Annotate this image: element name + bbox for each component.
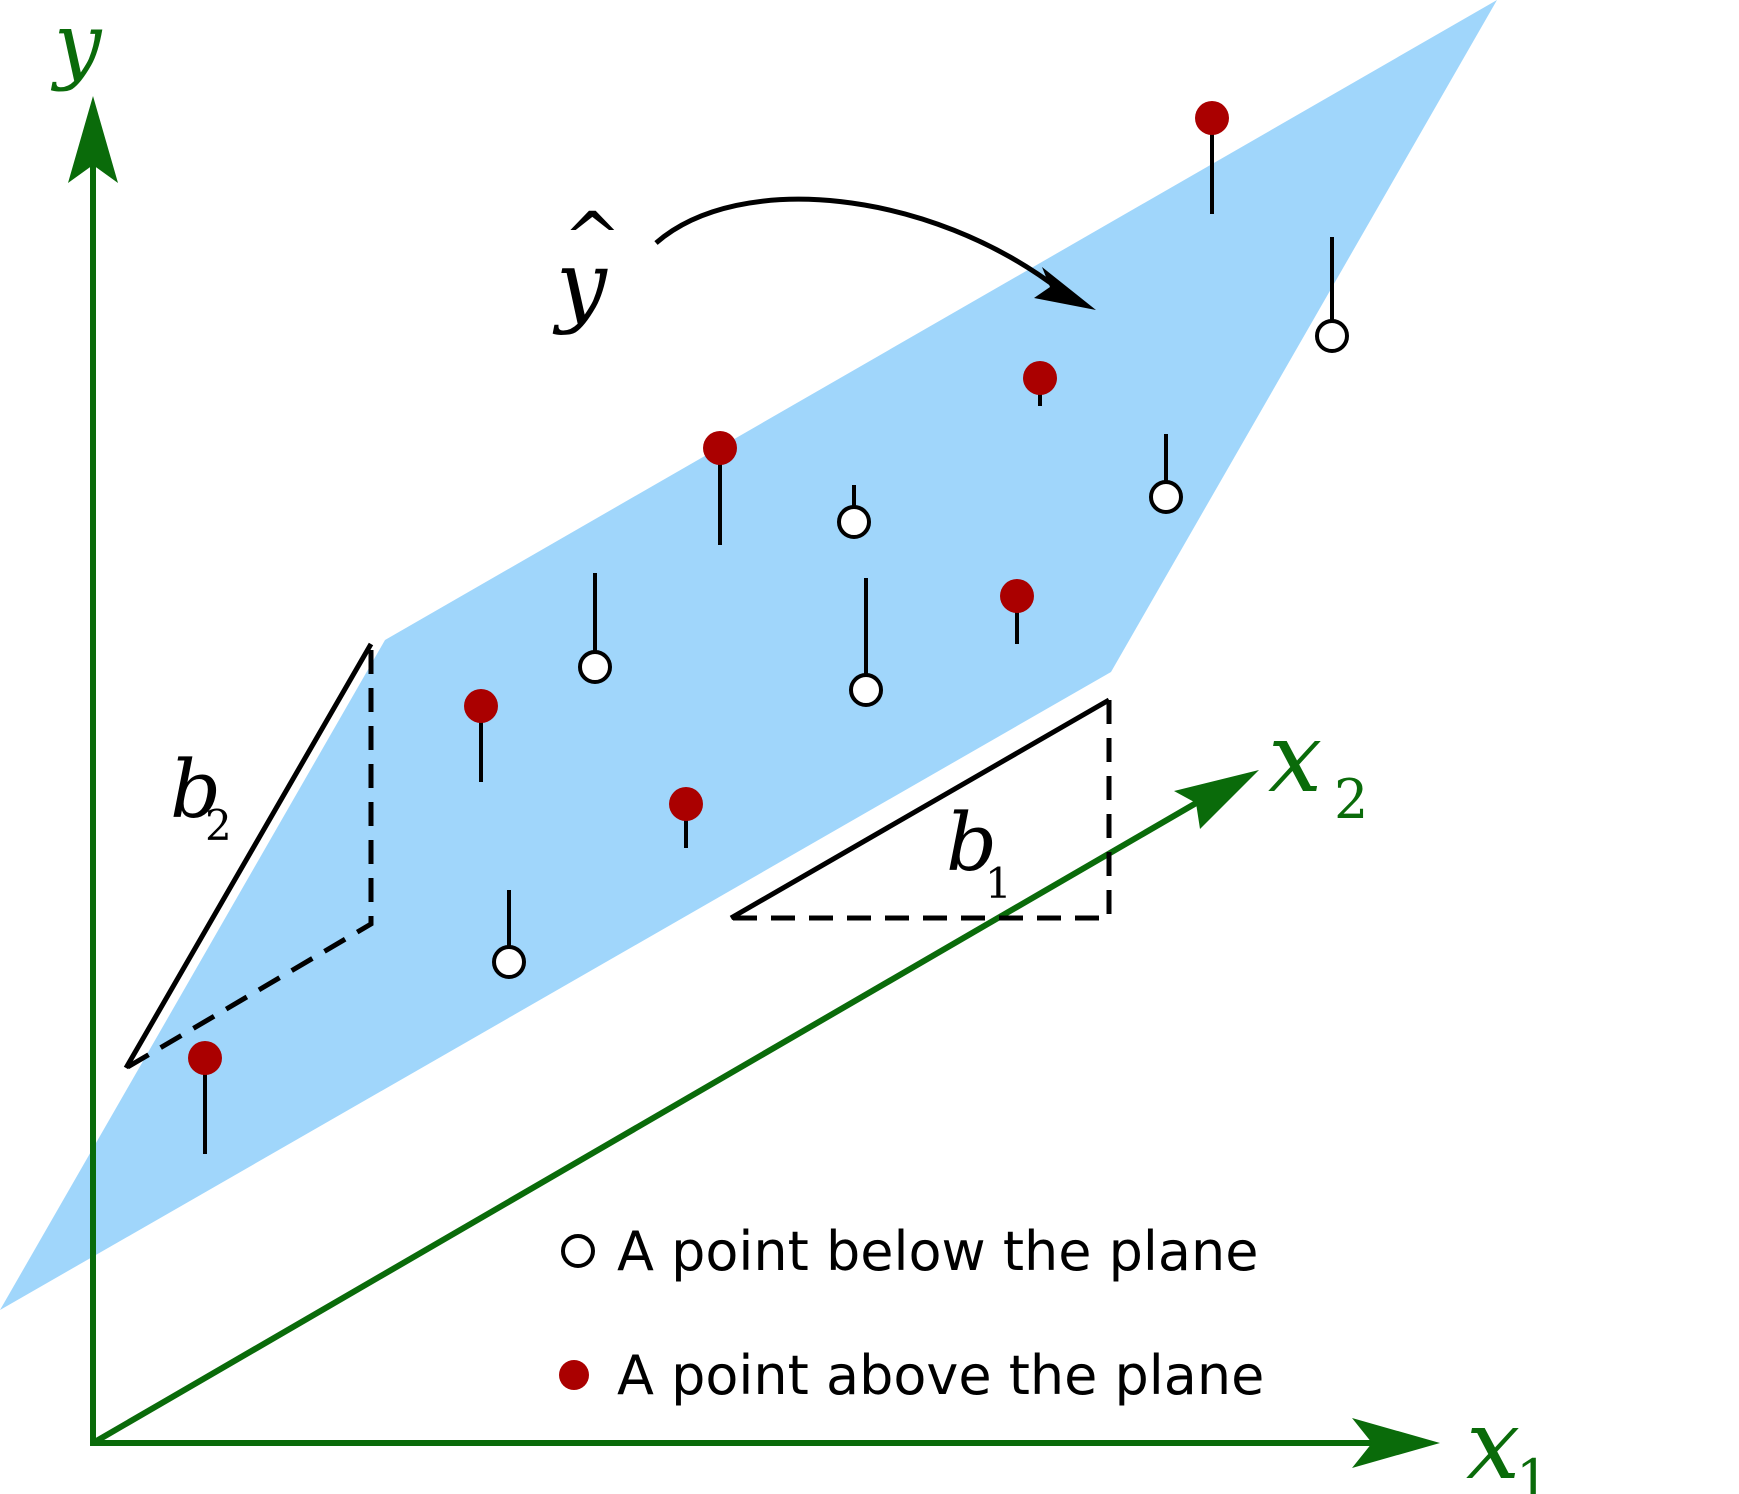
b1-hypotenuse (729, 697, 1111, 921)
point-marker-hollow (849, 673, 883, 707)
point-above-plane (1000, 579, 1034, 644)
legend-above-marker (559, 1360, 589, 1390)
b1-dashed-legs (731, 700, 1112, 921)
x2-axis-label: x 2 (1268, 702, 1368, 831)
point-marker-filled (1000, 579, 1034, 613)
legend-below-text: A point below the plane (617, 1220, 1258, 1283)
x2-axis-arrowhead (1174, 770, 1259, 829)
y-axis-arrowhead (68, 96, 118, 183)
b2-slope-triangle (123, 642, 379, 1071)
yhat-letter: y (552, 232, 608, 337)
point-marker-filled (669, 787, 703, 821)
point-above-plane (464, 689, 498, 782)
b2-dashed-legs (124, 650, 374, 1071)
b2-hypotenuse-highlight (130, 645, 379, 1071)
yhat-accent: ^ (563, 197, 622, 279)
point-marker-filled (188, 1041, 222, 1075)
point-marker-hollow (1315, 319, 1349, 353)
point-marker-filled (703, 431, 737, 465)
point-above-plane (188, 1041, 222, 1154)
point-above-plane (703, 431, 737, 545)
point-below-plane (578, 573, 612, 684)
b2-label: b 2 (170, 743, 232, 850)
b1-label: b 1 (946, 796, 1012, 908)
point-marker-hollow (1149, 480, 1183, 514)
b2-label-main: b (170, 743, 221, 836)
data-points (188, 101, 1349, 1154)
x1-axis-label-sub: 1 (1516, 1448, 1550, 1494)
point-marker-filled (1023, 361, 1057, 395)
b1-label-main: b (946, 796, 997, 889)
point-below-plane (837, 485, 871, 539)
point-below-plane (492, 890, 526, 979)
point-marker-hollow (578, 650, 612, 684)
regression-plane (0, 0, 1497, 1310)
b1-label-sub: 1 (985, 859, 1012, 908)
yhat-label: ^ y (552, 197, 622, 337)
point-marker-hollow (837, 505, 871, 539)
point-below-plane (1315, 237, 1349, 353)
b2-label-sub: 2 (205, 801, 232, 850)
point-above-plane (669, 787, 703, 848)
point-below-plane (1149, 434, 1183, 514)
x2-axis (91, 792, 1212, 1446)
point-marker-filled (464, 689, 498, 723)
y-axis-label: y (50, 0, 103, 93)
point-marker-filled (1195, 101, 1229, 135)
x1-axis-label-main: x (1466, 1389, 1520, 1494)
point-above-plane (1195, 101, 1229, 214)
axes (68, 96, 1440, 1468)
legend-above-text: A point above the plane (617, 1344, 1264, 1407)
b1-slope-triangle (729, 697, 1112, 921)
x1-axis-arrowhead (1352, 1418, 1440, 1468)
x2-axis-label-sub: 2 (1334, 768, 1368, 831)
x2-axis-label-main: x (1268, 702, 1322, 814)
yhat-pointer-arrowhead (1034, 267, 1096, 310)
point-marker-hollow (492, 945, 526, 979)
legend: A point below the plane A point above th… (559, 1220, 1264, 1407)
legend-below-marker (561, 1234, 595, 1268)
yhat-pointer-arrow (654, 196, 1062, 292)
point-above-plane (1023, 361, 1057, 406)
b2-hypotenuse (123, 642, 374, 1070)
point-below-plane (849, 578, 883, 707)
x1-axis-label: x 1 (1466, 1389, 1550, 1494)
